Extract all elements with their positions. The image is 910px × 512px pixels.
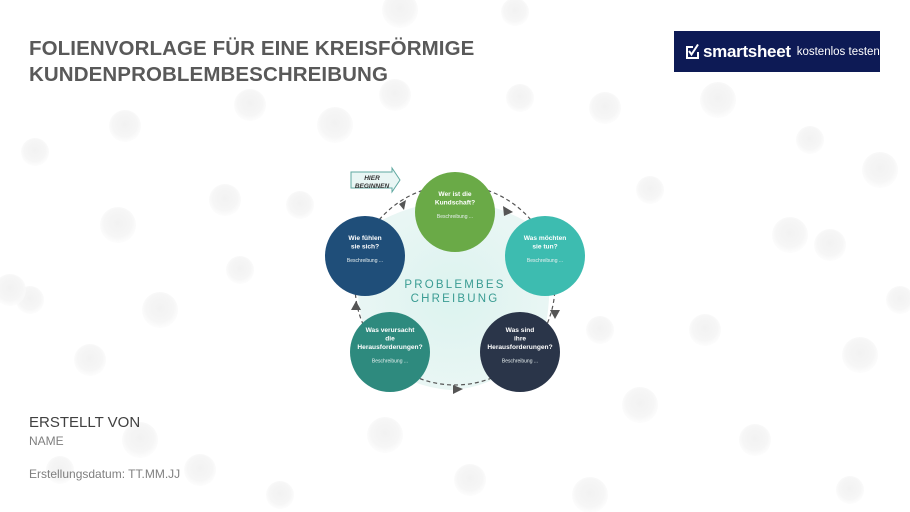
background-dot (886, 286, 910, 314)
background-dot (122, 422, 158, 458)
title-line-2: KUNDENPROBLEMBESCHREIBUNG (29, 63, 388, 86)
background-dot (226, 256, 254, 284)
background-dot (367, 417, 403, 453)
background-dot (700, 82, 736, 118)
arrow-icon (399, 200, 406, 210)
background-dot (109, 110, 141, 142)
cycle-step-title: die (385, 336, 395, 343)
arrow-icon (503, 206, 513, 216)
cycle-step-title: Wer ist die (438, 191, 472, 198)
title-line-1: FOLIENVORLAGE FÜR EINE KREISFÖRMIGE (29, 37, 475, 60)
background-dot (317, 107, 353, 143)
page-title: FOLIENVORLAGE FÜR EINE KREISFÖRMIGE KUND… (29, 36, 474, 88)
background-dot (689, 314, 721, 346)
background-dot (0, 274, 26, 306)
cycle-step-description: Beschreibung ... (502, 359, 538, 365)
background-dot (506, 84, 534, 112)
background-dot (796, 126, 824, 154)
cycle-step-title: Kundschaft? (435, 200, 475, 207)
background-dot (46, 456, 74, 484)
arrow-icon (351, 301, 361, 310)
cycle-step-circle (480, 312, 560, 392)
cycle-step-description: Beschreibung ... (437, 214, 473, 220)
background-dot (862, 152, 898, 188)
background-dot (772, 217, 808, 253)
background-dot (739, 424, 771, 456)
background-dot (836, 476, 864, 504)
background-dot (74, 344, 106, 376)
background-dot (21, 138, 49, 166)
cycle-step-circle (415, 172, 495, 252)
background-dot (501, 0, 529, 26)
arrow-icon (453, 385, 463, 394)
cycle-step-description: Beschreibung ... (347, 258, 383, 264)
cycle-step-title: Herausforderungen? (487, 344, 552, 351)
background-dot (814, 229, 846, 261)
background-dot (589, 92, 621, 124)
start-tag-line-1: HIER (364, 175, 380, 182)
cycle-step-description: Beschreibung ... (527, 258, 563, 264)
cycle-step-title: ihre (514, 336, 526, 343)
created-by-label: ERSTELLT VON (29, 414, 141, 431)
cycle-step-description: Beschreibung ... (372, 359, 408, 365)
author-name: NAME (29, 434, 64, 448)
background-dot (142, 292, 178, 328)
background-dot (586, 316, 614, 344)
problem-cycle-diagram: HIER BEGINNEN PROBLEMBES CHREIBUNG Wer i… (325, 166, 585, 394)
footer-info: ERSTELLT VON NAME Erstellungsdatum: TT.M… (29, 414, 180, 482)
background-dot (266, 481, 294, 509)
background-dot (286, 191, 314, 219)
center-text-line-2: CHREIBUNG (411, 293, 500, 305)
background-dot (622, 387, 658, 423)
cycle-step-title: Herausforderungen? (357, 344, 422, 351)
start-tag: HIER BEGINNEN (350, 166, 401, 194)
cycle-step-2: Was möchten sie tun? Beschreibung ... (505, 216, 585, 296)
background-dot (234, 89, 266, 121)
checkmark-icon (686, 44, 699, 59)
start-tag-line-2: BEGINNEN (355, 183, 390, 190)
background-dot (184, 454, 216, 486)
background-dot (842, 337, 878, 373)
center-text-line-1: PROBLEMBES (404, 279, 505, 291)
background-dot (209, 184, 241, 216)
cycle-step-circle (325, 216, 405, 296)
arrow-icon (550, 310, 560, 319)
cycle-step-circle (350, 312, 430, 392)
cycle-step-title: Was möchten (524, 235, 567, 242)
cycle-step-title: sie tun? (532, 244, 557, 251)
cycle-step-5: Wie fühlen sie sich? Beschreibung ... (325, 216, 405, 296)
brand-logo-text: smartsheet (703, 41, 791, 61)
cycle-step-title: Was sind (506, 327, 535, 334)
creation-date: Erstellungsdatum: TT.MM.JJ (29, 467, 181, 481)
cycle-step-title: sie sich? (351, 244, 379, 251)
background-dot (636, 176, 664, 204)
background-dot (454, 464, 486, 496)
background-dot (100, 207, 136, 243)
cycle-step-circle (505, 216, 585, 296)
background-dot (382, 0, 418, 28)
background-dot (572, 477, 608, 512)
background-dot (379, 79, 411, 111)
cycle-step-title: Was verursacht (366, 327, 416, 334)
smartsheet-trial-button[interactable]: smartsheet kostenlos testen (674, 31, 880, 72)
cycle-step-title: Wie fühlen (348, 235, 381, 242)
brand-cta-text: kostenlos testen (796, 45, 880, 58)
